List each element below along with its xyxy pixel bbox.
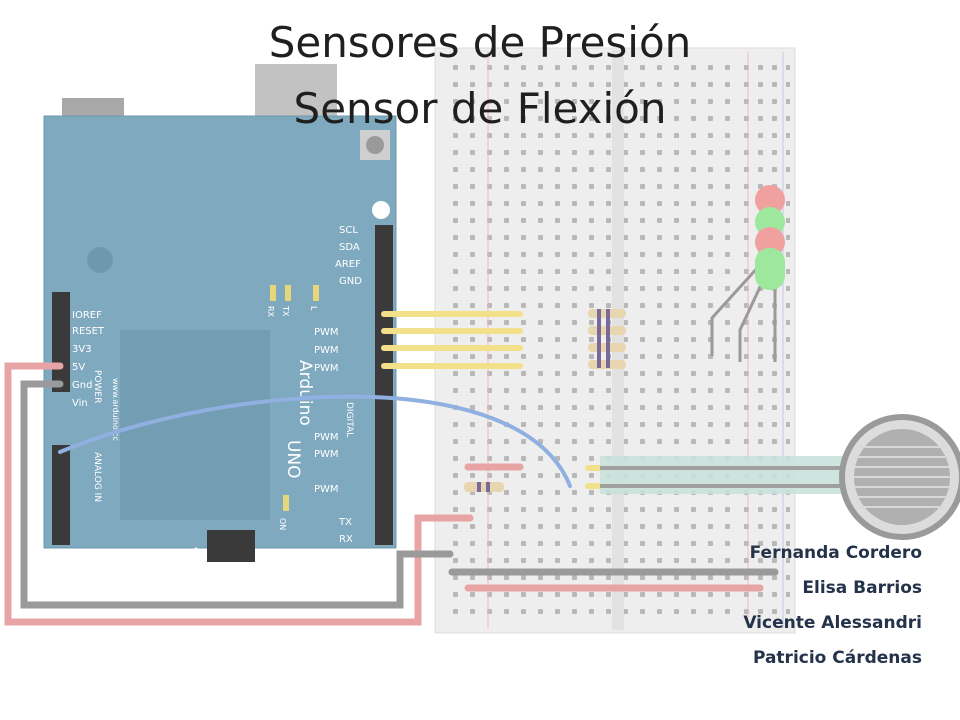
- icsp-label: ICSP: [193, 547, 202, 565]
- power-label: POWER: [92, 370, 102, 403]
- header-left-1: RESET: [72, 326, 105, 337]
- slide-title-line-2: Sensor de Flexión: [293, 84, 667, 133]
- digital-label: DIGITAL: [344, 402, 354, 437]
- analog-label: ANALOG IN: [92, 452, 102, 502]
- tx-pin-label: TX: [338, 517, 352, 528]
- author-name: Fernanda Cordero: [749, 543, 922, 563]
- header-right-3: GND: [339, 276, 362, 287]
- board-brand: Arduino: [295, 360, 315, 426]
- wires: [4, 311, 779, 626]
- pwm-label-10: PWM: [314, 345, 339, 356]
- header-left-0: IOREF: [72, 310, 102, 321]
- led-tx-label: TX: [281, 305, 290, 317]
- led-l-label: L: [309, 306, 318, 311]
- header-left-2: 3V3: [72, 344, 92, 355]
- rx-pin-label: RX: [339, 534, 353, 545]
- pwm-label-9: PWM: [314, 363, 339, 374]
- header-right-1: SDA: [339, 242, 360, 253]
- author-list: Fernanda Cordero Elisa Barrios Vicente A…: [743, 542, 922, 682]
- force-sensor: [600, 414, 960, 540]
- header-right-0: SCL: [339, 225, 358, 236]
- slide-title-line-1: Sensores de Presión: [268, 18, 692, 67]
- arduino-board: Arduino UNO www.arduino.cc POWER ANALOG …: [43, 64, 397, 565]
- header-left-3: 5V: [72, 362, 85, 373]
- on-label: ON: [278, 518, 287, 530]
- leds: [710, 185, 785, 362]
- pwm-label-3: PWM: [314, 484, 339, 495]
- breadboard: [434, 47, 796, 634]
- pwm-label-6: PWM: [314, 432, 339, 443]
- author-name: Vicente Alessandri: [743, 613, 922, 633]
- author-name: Elisa Barrios: [802, 578, 922, 598]
- pwm-label-11: PWM: [314, 327, 339, 338]
- header-right-2: AREF: [335, 259, 361, 270]
- header-left-4: Gnd: [72, 380, 92, 391]
- board-url: www.arduino.cc: [111, 378, 120, 441]
- header-left-5: Vin: [72, 398, 88, 409]
- resistors: [464, 309, 626, 492]
- led-rx-label: RX: [266, 306, 275, 318]
- author-name: Patricio Cárdenas: [752, 648, 922, 668]
- board-model: UNO: [283, 440, 303, 479]
- pwm-label-5: PWM: [314, 449, 339, 460]
